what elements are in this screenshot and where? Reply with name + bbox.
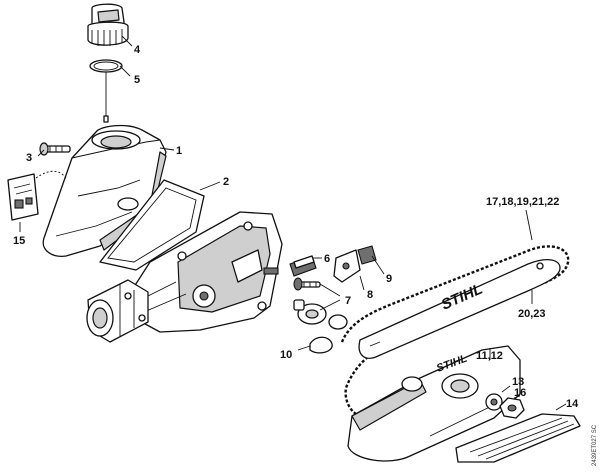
callout-16: 16 [514,387,526,399]
callout-8: 8 [367,289,373,301]
adjuster-nut-part [357,245,377,265]
callout-labels: 4 5 1 2 3 15 6 7 8 9 10 17,18,19,21,22 2… [13,44,579,410]
callout-20-23: 20,23 [518,308,546,320]
callout-7: 7 [345,295,351,307]
saw-chain-part [340,245,570,415]
oil-cap-part [87,3,129,46]
callout-2: 2 [223,176,229,188]
leader-lines [19,35,567,411]
tensioner-screw-part [293,277,321,291]
callout-14: 14 [566,398,579,410]
callout-13: 13 [512,376,524,388]
chain-tensioner-part [289,255,317,277]
callout-5: 5 [134,74,140,86]
callout-3: 3 [26,152,32,164]
tube-clamp-part [86,279,149,343]
callout-11-12: 11,12 [476,350,503,362]
callout-4: 4 [134,44,141,56]
gear-housing-part [131,211,283,333]
oil-pickup-line-part [103,72,109,123]
oil-decal-part [7,170,67,221]
callout-1: 1 [176,145,182,157]
drawing-reference: 2439ET027 SC [592,424,598,466]
nut-part [499,397,525,419]
washer-part [485,393,503,411]
callout-6: 6 [324,253,330,265]
callout-17-18-19-21-22: 17,18,19,21,22 [486,196,559,208]
callout-10: 10 [280,349,292,361]
chain-catcher-part [309,336,333,354]
oil-tank-part [42,124,167,257]
callout-9: 9 [386,273,392,285]
spur-sprocket-part [293,299,348,330]
tensioner-slide-part [333,249,361,283]
oil-cap-seal-part [89,59,123,73]
tank-screw-part [39,142,71,156]
chain-guard-part [455,413,581,463]
gasket-part [99,179,205,271]
callout-15: 15 [13,235,25,247]
